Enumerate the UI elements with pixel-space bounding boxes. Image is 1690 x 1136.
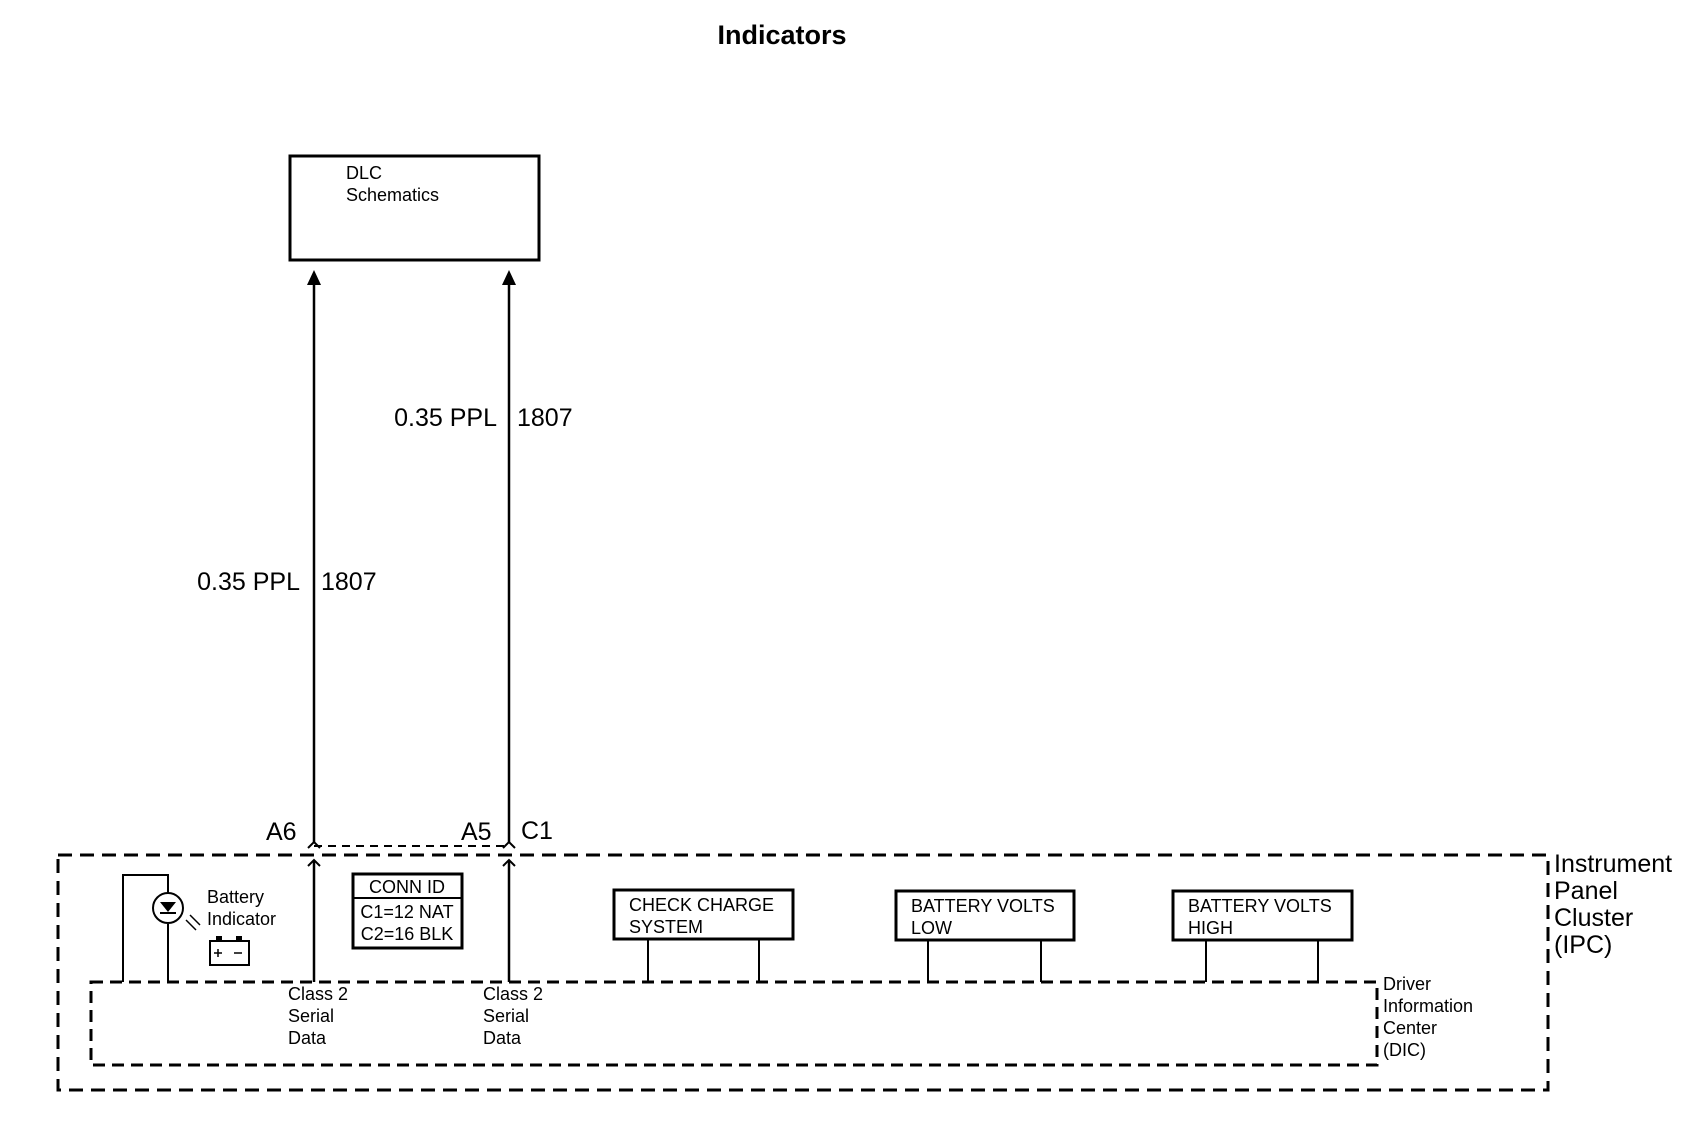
connector-c1-label: C1 <box>521 817 553 845</box>
wire-a6-arrow-up-icon <box>307 858 321 867</box>
wire-a5-arrow-up-icon <box>502 858 516 867</box>
svg-text:Class 2: Class 2 <box>483 984 543 1004</box>
pin-a6-label: A6 <box>266 818 297 846</box>
serial-data-label-a5: Class 2 Serial Data <box>483 984 543 1048</box>
battery-indicator-label-2: Indicator <box>207 909 276 929</box>
serial-data-label-a6: Class 2 Serial Data <box>288 984 348 1048</box>
wire-a5: 0.35 PPL 1807 <box>394 270 573 982</box>
conn-id-header: CONN ID <box>369 877 445 897</box>
svg-text:Class 2: Class 2 <box>288 984 348 1004</box>
dic-message-battery-volts-high: BATTERY VOLTS HIGH <box>1171 889 1354 982</box>
dlc-schematics-box[interactable]: DLC Schematics <box>288 154 541 262</box>
wire-a6-gauge-color: 0.35 PPL <box>197 568 300 596</box>
wire-a5-circuit: 1807 <box>517 404 573 432</box>
diagram-title: Indicators <box>717 20 846 50</box>
wire-a5-connector-chevron <box>502 840 516 849</box>
conn-id-row-2: C2=16 BLK <box>361 924 454 944</box>
svg-text:Cluster: Cluster <box>1554 904 1633 932</box>
svg-text:Panel: Panel <box>1554 877 1618 905</box>
light-ray-icon <box>185 919 197 931</box>
svg-text:BATTERY VOLTS: BATTERY VOLTS <box>911 896 1055 916</box>
svg-text:HIGH: HIGH <box>1188 918 1233 938</box>
svg-text:Information: Information <box>1383 996 1473 1016</box>
ipc-outline <box>56 853 1550 1092</box>
svg-text:Data: Data <box>483 1028 522 1048</box>
battery-indicator: Battery Indicator <box>122 874 276 982</box>
wire-a5-arrow-head <box>502 270 516 285</box>
dlc-label: DLC <box>346 163 382 183</box>
svg-text:LOW: LOW <box>911 918 952 938</box>
wire-a6-circuit: 1807 <box>321 568 377 596</box>
svg-text:CHECK CHARGE: CHECK CHARGE <box>629 895 774 915</box>
wire-a6: 0.35 PPL 1807 <box>197 270 377 982</box>
dic-label: Driver Information Center (DIC) <box>1383 974 1473 1060</box>
svg-text:(DIC): (DIC) <box>1383 1040 1426 1060</box>
dic-message-battery-volts-low: BATTERY VOLTS LOW <box>894 889 1076 982</box>
wire-a6-arrow-head <box>307 270 321 285</box>
battery-indicator-lamp-icon <box>152 892 184 924</box>
battery-indicator-label-1: Battery <box>207 887 264 907</box>
svg-text:Driver: Driver <box>1383 974 1431 994</box>
conn-id-table: CONN ID C1=12 NAT C2=16 BLK <box>351 872 464 950</box>
svg-text:SYSTEM: SYSTEM <box>629 917 703 937</box>
svg-text:Serial: Serial <box>288 1006 334 1026</box>
ipc-label: Instrument Panel Cluster (IPC) <box>1554 850 1672 959</box>
svg-text:BATTERY VOLTS: BATTERY VOLTS <box>1188 896 1332 916</box>
dic-message-check-charge-system: CHECK CHARGE SYSTEM <box>612 888 795 982</box>
battery-indicator-diode-icon <box>160 902 176 912</box>
svg-text:Data: Data <box>288 1028 327 1048</box>
pin-a5-label: A5 <box>461 818 492 846</box>
wire-a5-gauge-color: 0.35 PPL <box>394 404 497 432</box>
conn-id-row-1: C1=12 NAT <box>360 902 453 922</box>
battery-icon <box>209 936 250 966</box>
svg-text:Instrument: Instrument <box>1554 850 1672 878</box>
svg-text:(IPC): (IPC) <box>1554 931 1612 959</box>
svg-text:Center: Center <box>1383 1018 1437 1038</box>
dlc-schematics-label: Schematics <box>346 185 439 205</box>
svg-text:Serial: Serial <box>483 1006 529 1026</box>
dic-outline <box>89 980 1379 1067</box>
